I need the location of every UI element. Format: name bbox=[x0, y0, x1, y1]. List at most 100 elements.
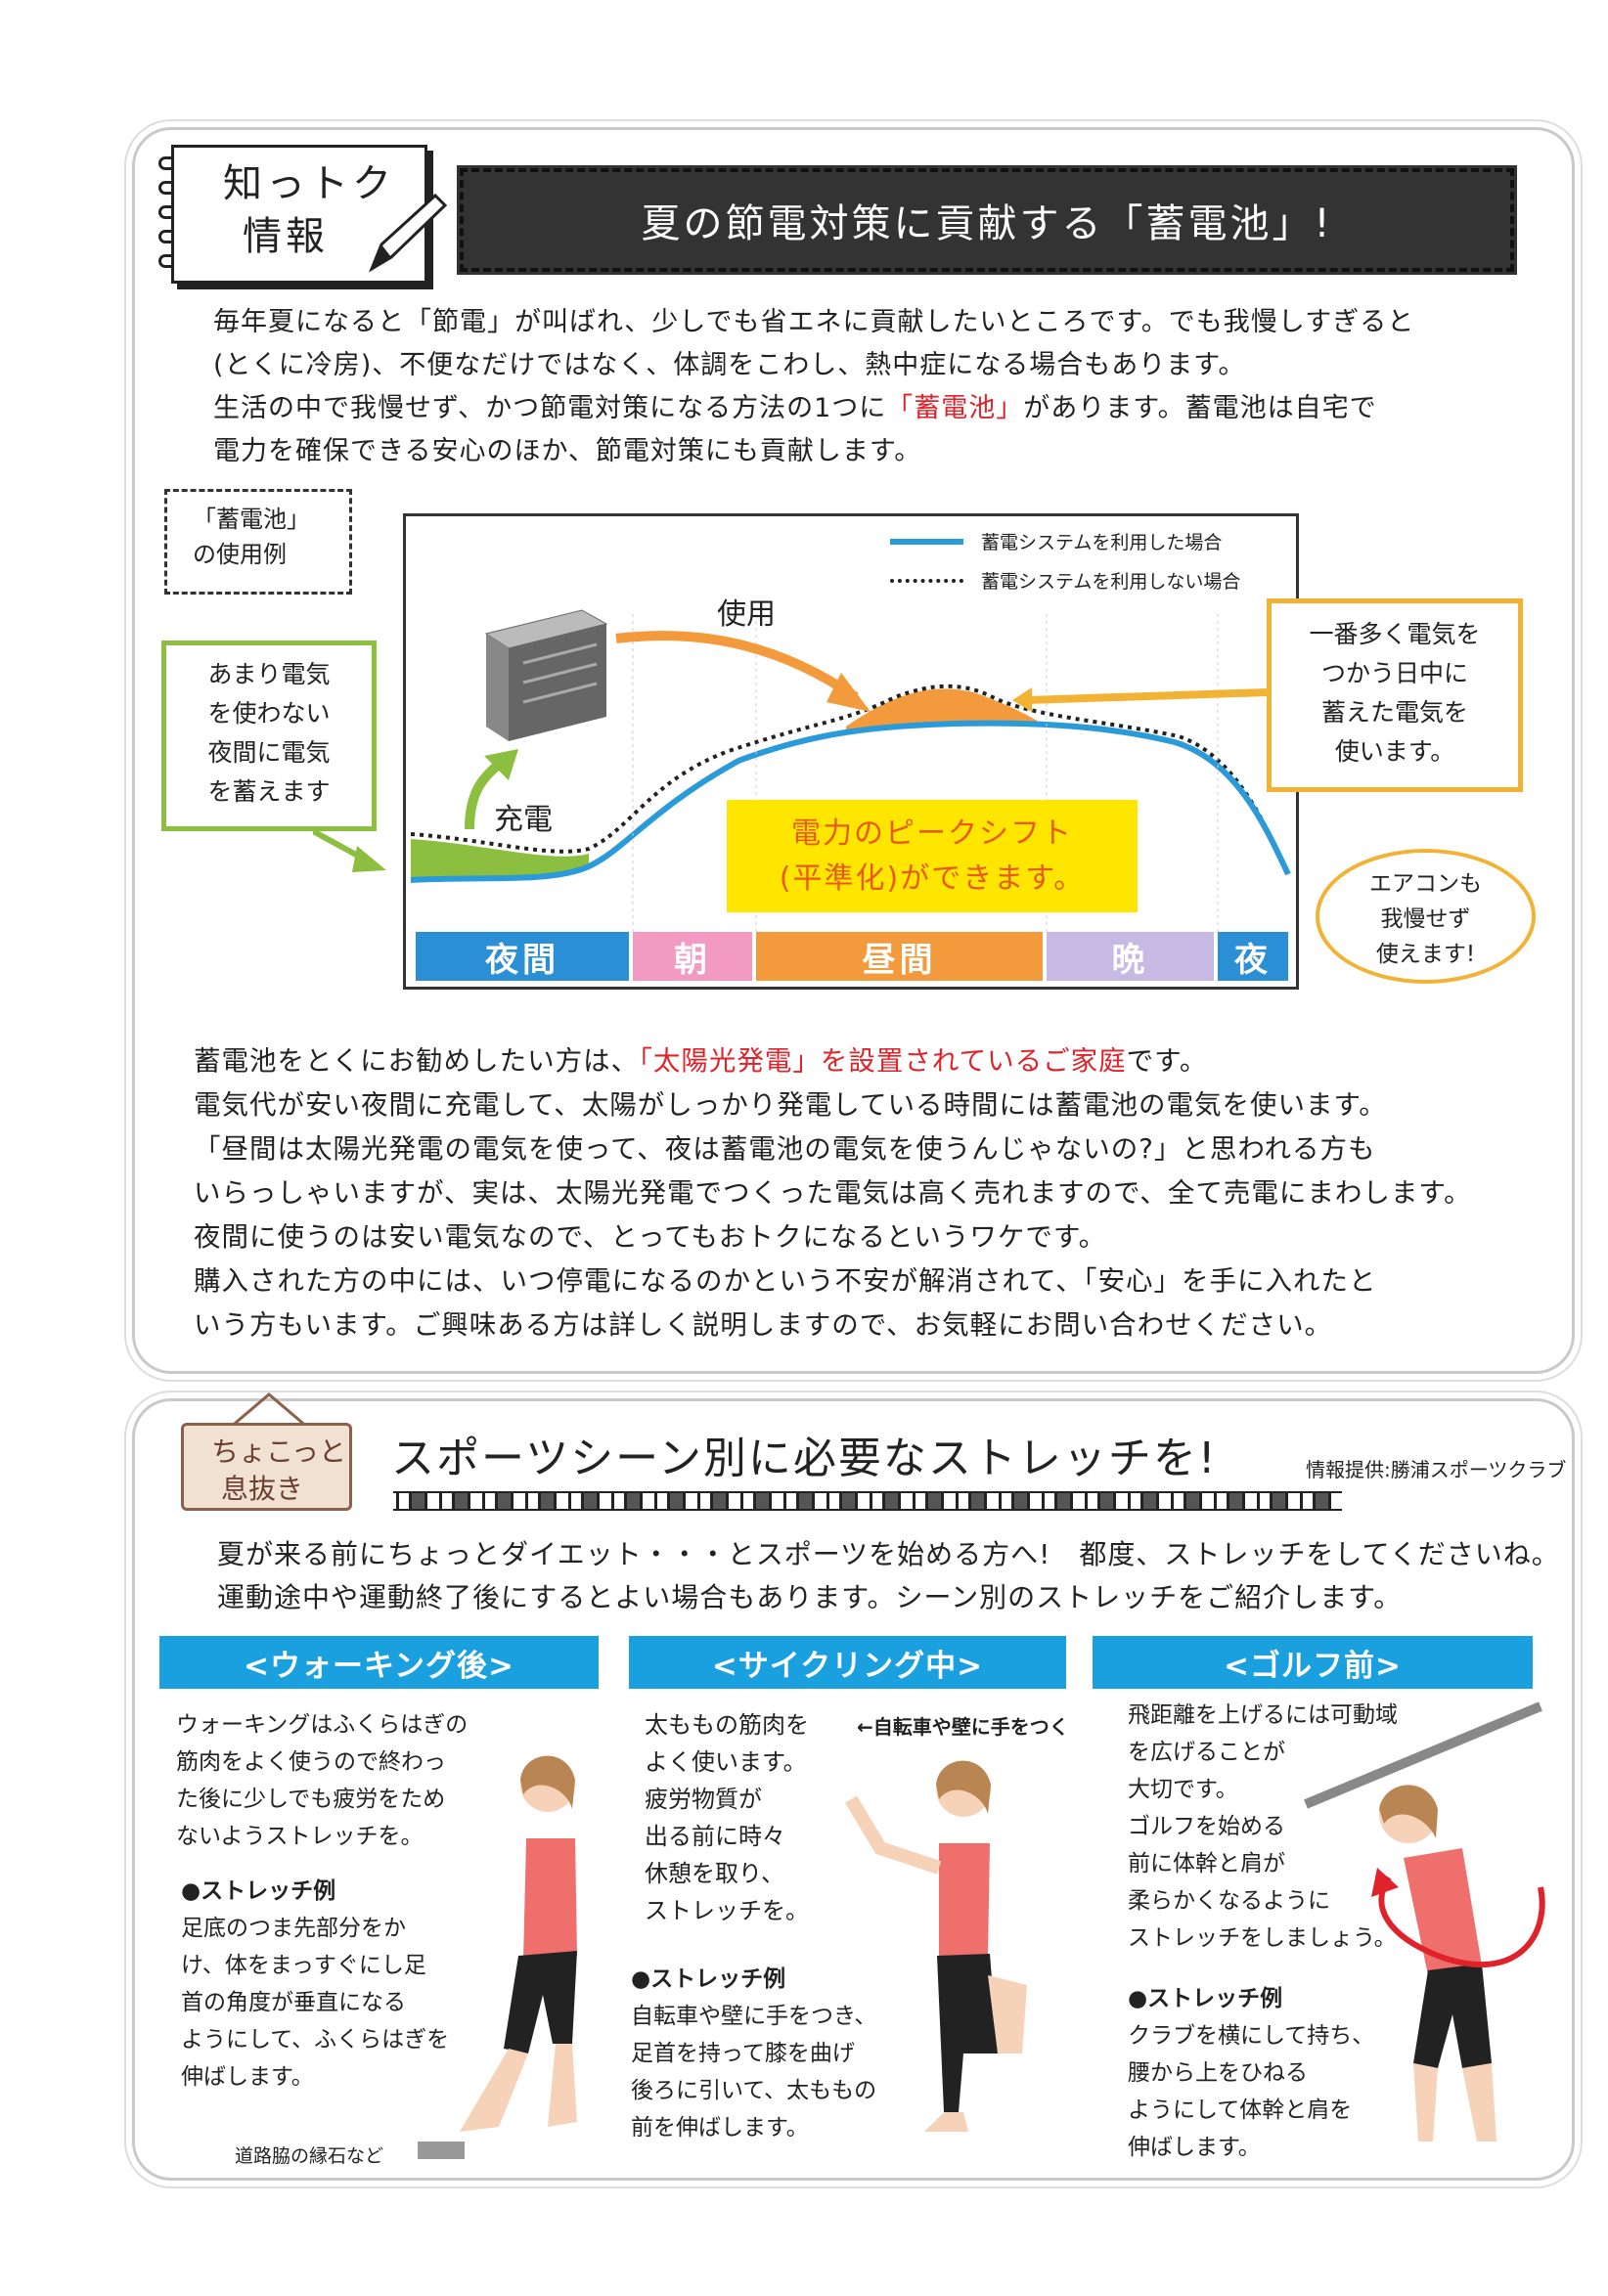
text-line: ようにして体幹と肩を bbox=[1128, 2097, 1353, 2123]
text-line: 柔らかくなるように bbox=[1128, 1888, 1330, 1914]
text-line: いらっしゃいますが、実は、太陽光発電でつくった電気は高く売れますので、全て売電に… bbox=[194, 1177, 1472, 1209]
section-label-notebook: 知っトク 情報 bbox=[171, 145, 427, 284]
text-line: ウォーキングはふくらはぎの bbox=[176, 1712, 469, 1738]
text-line: 夜間に使うのは安い電気なので、とってもおトクになるというワケです。 bbox=[194, 1221, 1107, 1253]
with-storage-line bbox=[410, 720, 1291, 883]
text-line: 「昼間は太陽光発電の電気を使って、夜は蓄電池の電気を使うんじゃないの?」と思われ… bbox=[194, 1133, 1376, 1165]
green-callout: あまり電気 を使わない 夜間に電気 を蓄えます bbox=[161, 640, 377, 831]
golf-stretch-figure bbox=[1304, 1701, 1545, 2141]
label-line: 知っトク bbox=[223, 161, 395, 206]
battery-storage-icon bbox=[484, 609, 608, 741]
page-title: 夏の節電対策に貢献する「蓄電池」! bbox=[457, 165, 1517, 275]
period-evening: 晩 bbox=[1047, 932, 1214, 981]
example-label: 「蓄電池」 の使用例 bbox=[164, 489, 352, 595]
period-daytime: 昼間 bbox=[756, 932, 1043, 981]
label-line: 息抜き bbox=[221, 1473, 304, 1505]
bubble-line: エアコンも bbox=[1369, 871, 1482, 897]
text-line: 大切です。 bbox=[1128, 1777, 1238, 1802]
text-line: 前を伸ばします。 bbox=[631, 2115, 809, 2141]
text-line: ないようストレッチを。 bbox=[176, 1824, 424, 1849]
footnote: 道路脇の縁石など bbox=[235, 2145, 384, 2167]
decorative-border bbox=[393, 1491, 1342, 1511]
header-golf: <ゴルフ前> bbox=[1093, 1636, 1533, 1689]
text-line: た後に少しでも疲労をため bbox=[176, 1787, 446, 1812]
green-arrow-icon bbox=[313, 828, 386, 872]
callout-line: を使わない bbox=[207, 699, 331, 728]
legend-item-without: 蓄電システムを利用しない場合 bbox=[890, 567, 1240, 594]
cycling-description: 太ももの筋肉を よく使います。 疲労物質が 出る前に時々 休憩を取り、 ストレッ… bbox=[645, 1706, 809, 1929]
sign-string-icon bbox=[229, 1392, 309, 1430]
example-title: ●ストレッチ例 bbox=[1128, 1986, 1283, 2011]
text-line: 夏が来る前にちょっとダイエット・・・とスポーツを始める方へ! 都度、ストレッチを… bbox=[217, 1538, 1560, 1570]
speech-bubble: エアコンも 我慢せず 使えます! bbox=[1316, 849, 1536, 984]
text-line: いう方もいます。ご興味ある方は詳しく説明しますので、お気軽にお問い合わせください… bbox=[194, 1309, 1333, 1341]
text-line: 運動途中や運動終了後にするとよい場合もあります。シーン別のストレッチをご紹介しま… bbox=[217, 1581, 1403, 1613]
text-line: 伸ばします。 bbox=[1128, 2135, 1261, 2160]
stretch-panel bbox=[132, 1398, 1575, 2181]
text-line: 筋肉をよく使うので終わっ bbox=[176, 1749, 446, 1775]
callout-line: 使います。 bbox=[1334, 737, 1455, 766]
without-storage-line bbox=[410, 684, 1288, 869]
use-area bbox=[846, 688, 1042, 729]
cycling-example: ●ストレッチ例 自転車や壁に手をつき、 足首を持って膝を曲げ 後ろに引いて、太も… bbox=[631, 1961, 876, 2146]
charge-arrowhead-icon bbox=[484, 749, 518, 780]
peak-shift-line: 電力のピークシフト bbox=[791, 817, 1073, 851]
text-line: よく使います。 bbox=[645, 1748, 807, 1776]
credit: 情報提供:勝浦スポーツクラブ bbox=[1306, 1458, 1567, 1481]
callout-line: 夜間に電気 bbox=[207, 738, 331, 767]
text-line: け、体をまっすぐにし足 bbox=[181, 1953, 426, 1978]
text-line: ストレッチをしましょう。 bbox=[1128, 1925, 1397, 1951]
text-line: 蓄電池をとくにお勧めしたい方は、 bbox=[194, 1045, 640, 1077]
text-line: 前に体幹と肩が bbox=[1128, 1851, 1285, 1877]
callout-line: 蓄えた電気を bbox=[1320, 698, 1468, 727]
usage-curves bbox=[410, 609, 1291, 932]
section-title: スポーツシーン別に必要なストレッチを! bbox=[391, 1434, 1218, 1483]
golf-description: 飛距離を上げるには可動域 を広げることが 大切です。 ゴルフを始める 前に体幹と… bbox=[1128, 1697, 1398, 1957]
text-line: 出る前に時々 bbox=[645, 1823, 785, 1850]
intro-paragraph: 毎年夏になると「節電」が叫ばれ、少しでも省エネに貢献したいところです。でも我慢し… bbox=[213, 301, 1414, 473]
text-line: クラブを横にして持ち、 bbox=[1128, 2023, 1375, 2049]
header-walking: <ウォーキング後> bbox=[159, 1636, 599, 1689]
label-line: 「蓄電池」 bbox=[193, 506, 310, 533]
text-line: 腰から上をひねる bbox=[1128, 2060, 1308, 2086]
example-title: ●ストレッチ例 bbox=[181, 1878, 336, 1904]
cycling-caption: ←自転車や壁に手をつく bbox=[857, 1715, 1069, 1739]
body-paragraph: 蓄電池をとくにお勧めしたい方は、「太陽光発電」を設置されているご家庭です。 電気… bbox=[194, 1039, 1472, 1347]
text-line: です。 bbox=[1126, 1045, 1208, 1077]
walking-stretch-figure bbox=[460, 1755, 577, 2132]
use-label: 使用 bbox=[717, 597, 776, 632]
callout-line: を蓄えます bbox=[207, 777, 331, 806]
callout-line: つかう日中に bbox=[1320, 659, 1468, 687]
text-line: 生活の中で我慢せず、かつ節電対策になる方法の1つに bbox=[213, 393, 887, 423]
period-night: 夜間 bbox=[416, 932, 629, 981]
label-line: ちょこっと bbox=[211, 1435, 347, 1468]
legend-label: 蓄電システムを利用しない場合 bbox=[981, 571, 1241, 593]
twist-arrow-icon bbox=[1378, 1876, 1545, 1968]
legend-swatch-dotted bbox=[890, 578, 963, 583]
charge-area bbox=[411, 839, 589, 880]
walking-description: ウォーキングはふくらはぎの 筋肉をよく使うので終わっ た後に少しでも疲労をため … bbox=[176, 1706, 468, 1855]
period-morning: 朝 bbox=[633, 932, 752, 981]
example-title: ●ストレッチ例 bbox=[631, 1966, 786, 1992]
text-line: (とくに冷房)、不便なだけではなく、体調をこわし、熱中症になる場合もあります。 bbox=[213, 350, 1246, 380]
text-line: 電力を確保できる安心のほか、節電対策にも貢献します。 bbox=[213, 436, 922, 466]
peak-shift-line: (平準化)ができます。 bbox=[779, 861, 1086, 896]
legend-swatch-solid bbox=[890, 538, 963, 545]
period-late-night: 夜 bbox=[1218, 932, 1288, 981]
callout-arrow-icon bbox=[1026, 688, 1268, 704]
legend-label: 蓄電システムを利用した場合 bbox=[981, 532, 1223, 553]
pencil-icon bbox=[368, 193, 448, 273]
section-label-sign: ちょこっと 息抜き bbox=[181, 1423, 352, 1511]
text-line: ゴルフを始める bbox=[1128, 1814, 1285, 1839]
text-line: 後ろに引いて、太ももの bbox=[631, 2078, 877, 2103]
orange-callout: 一番多く電気を つかう日中に 蓄えた電気を 使います。 bbox=[1267, 598, 1523, 792]
bubble-line: 使えます! bbox=[1375, 942, 1476, 967]
callout-arrowhead-icon bbox=[1012, 687, 1032, 712]
text-line: 購入された方の中には、いつ停電になるのかという不安が解消されて、「安心」を手に入… bbox=[194, 1265, 1377, 1297]
golf-example: ●ストレッチ例 クラブを横にして持ち、 腰から上をひねる ようにして体幹と肩を … bbox=[1128, 1980, 1374, 2166]
golf-club-icon bbox=[1304, 1701, 1542, 1809]
text-line: ようにして、ふくらはぎを bbox=[181, 2027, 450, 2053]
top-info-panel bbox=[132, 127, 1575, 1374]
text-line: ストレッチを。 bbox=[645, 1897, 809, 1924]
label-line: 情報 bbox=[243, 214, 329, 259]
